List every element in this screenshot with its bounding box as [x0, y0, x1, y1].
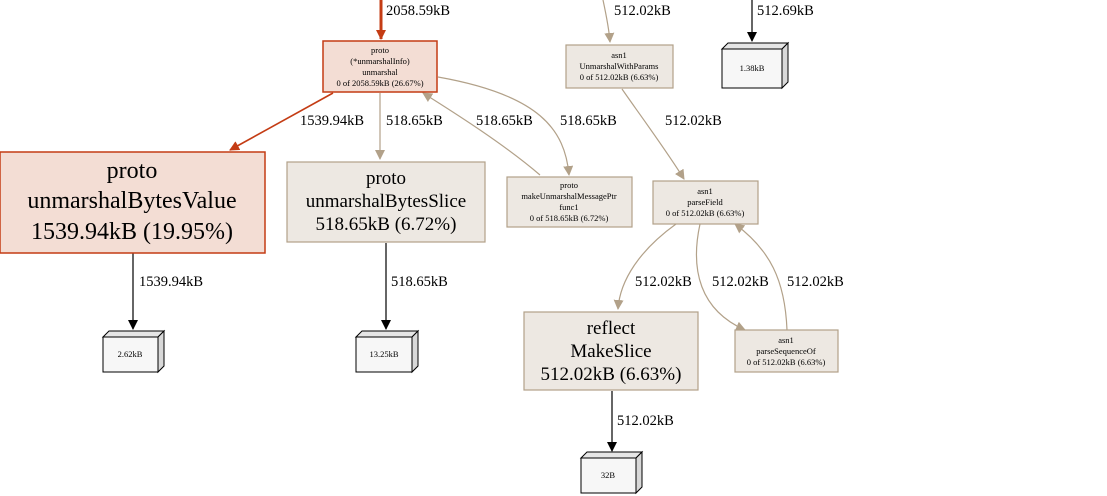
box-label: 13.25kB: [369, 349, 398, 359]
edge-label-518-b: 518.65kB: [476, 113, 533, 129]
edge-label-518-c: 518.65kB: [560, 113, 617, 129]
node-label-line: asn1: [697, 186, 713, 196]
node-label-line: asn1: [611, 50, 627, 60]
edge-with-params-to-parse-field: 512.02kB: [621, 88, 722, 180]
node-label-line: parseSequenceOf: [756, 346, 816, 356]
edge-parse-field-to-make-slice: 512.02kB: [613, 223, 692, 310]
edge-sequence-of-to-parse-field: 512.02kB: [734, 223, 844, 331]
node-label-line: (*unmarshalInfo): [350, 56, 410, 66]
box-13-25kb[interactable]: 13.25kB: [354, 329, 420, 374]
edge-label-512-a: 512.02kB: [665, 113, 722, 129]
edge-label-512-d: 512.02kB: [787, 274, 844, 290]
node-label-line: MakeSlice: [570, 341, 651, 362]
node-label-line: 0 of 518.65kB (6.72%): [530, 213, 609, 223]
box-2-62kb[interactable]: 2.62kB: [101, 329, 166, 374]
box-32b[interactable]: 32B: [579, 450, 644, 495]
box-label: 2.62kB: [118, 349, 143, 359]
node-label-line: proto: [560, 180, 578, 190]
edge-unmarshal-to-bytes-value: 1539.94kB: [229, 92, 364, 151]
node-label-line: 0 of 512.02kB (6.63%): [747, 357, 826, 367]
node-label-line: reflect: [587, 318, 636, 339]
node-label-line: UnmarshalWithParams: [580, 61, 659, 71]
node-label-line: proto: [371, 45, 389, 55]
node-label-line: unmarshalBytesSlice: [306, 191, 466, 212]
node-label-line: proto: [366, 168, 406, 189]
edge-label-1539-b: 1539.94kB: [139, 274, 203, 290]
edge-label-518-d: 518.65kB: [391, 274, 448, 290]
node-label-line: makeUnmarshalMessagePtr: [521, 191, 617, 201]
edge-bytes-slice-to-box: 518.65kB: [381, 243, 448, 330]
node-proto-unmarshal-bytes-value[interactable]: proto unmarshalBytesValue 1539.94kB (19.…: [0, 151, 266, 254]
node-label-line: 0 of 512.02kB (6.63%): [666, 208, 745, 218]
box-label: 32B: [601, 470, 616, 480]
node-label-line: 512.02kB (6.63%): [541, 364, 682, 385]
node-label-line: 0 of 512.02kB (6.63%): [580, 72, 659, 82]
node-label-line: proto: [107, 158, 158, 184]
edge-make-ptr-to-unmarshal: 518.65kB: [422, 92, 541, 176]
edge-unmarshal-to-bytes-slice: 518.65kB: [375, 93, 443, 160]
node-asn1-parse-field[interactable]: asn1 parseField 0 of 512.02kB (6.63%): [652, 180, 759, 225]
node-label-line: 518.65kB (6.72%): [316, 214, 457, 235]
node-label-line: 0 of 2058.59kB (26.67%): [336, 78, 423, 88]
node-label-line: unmarshalBytesValue: [27, 188, 236, 214]
edge-label-1539-a: 1539.94kB: [300, 113, 364, 129]
node-asn1-unmarshal-with-params[interactable]: asn1 UnmarshalWithParams 0 of 512.02kB (…: [565, 44, 674, 89]
node-label-line: 1539.94kB (19.95%): [31, 219, 233, 245]
edge-parse-field-to-sequence-of: 512.02kB: [695, 223, 769, 331]
edge-label-2058: 2058.59kB: [386, 3, 450, 19]
node-reflect-make-slice[interactable]: reflect MakeSlice 512.02kB (6.63%): [523, 311, 699, 391]
edge-into-asn1-unmarshal-with-params: 512.02kB: [602, 0, 671, 43]
box-label: 1.38kB: [740, 63, 765, 73]
edge-label-512-e: 512.02kB: [617, 413, 674, 429]
node-label-line: func1: [559, 202, 578, 212]
edge-into-box-1-38: 512.69kB: [747, 0, 814, 42]
edge-label-512-b: 512.02kB: [635, 274, 692, 290]
edge-label-512-c: 512.02kB: [712, 274, 769, 290]
node-proto-unmarshal-bytes-slice[interactable]: proto unmarshalBytesSlice 518.65kB (6.72…: [286, 161, 486, 243]
edge-label-512-top: 512.02kB: [614, 3, 671, 19]
node-label-line: unmarshal: [362, 67, 398, 77]
box-1-38kb[interactable]: 1.38kB: [720, 41, 790, 90]
node-proto-make-unmarshal-message-ptr[interactable]: proto makeUnmarshalMessagePtr func1 0 of…: [506, 176, 633, 228]
edge-make-slice-to-box: 512.02kB: [607, 391, 674, 452]
node-asn1-parse-sequence-of[interactable]: asn1 parseSequenceOf 0 of 512.02kB (6.63…: [734, 329, 839, 373]
edge-label-518-a: 518.65kB: [386, 113, 443, 129]
edge-into-proto-unmarshal: 2058.59kB: [376, 0, 450, 40]
node-label-line: parseField: [687, 197, 723, 207]
node-proto-unmarshal[interactable]: proto (*unmarshalInfo) unmarshal 0 of 20…: [322, 40, 438, 93]
edge-label-512-69: 512.69kB: [757, 3, 814, 19]
edge-bytes-value-to-box: 1539.94kB: [128, 253, 203, 330]
node-label-line: asn1: [778, 335, 794, 345]
edge-unmarshal-to-make-ptr: 518.65kB: [437, 76, 617, 176]
